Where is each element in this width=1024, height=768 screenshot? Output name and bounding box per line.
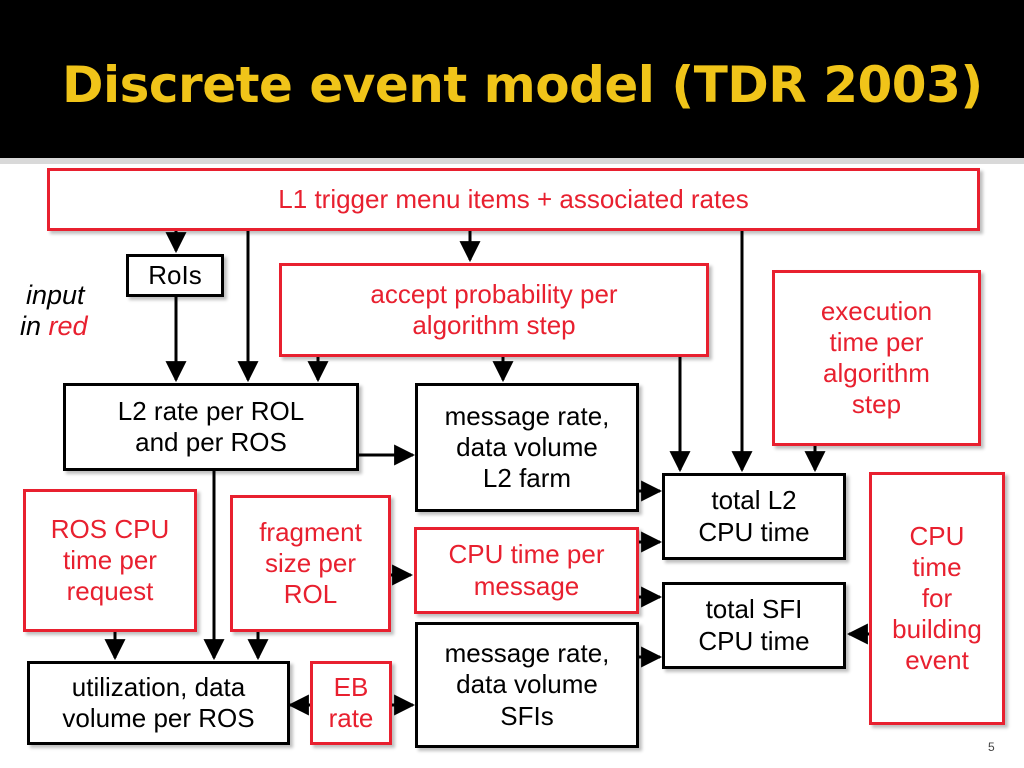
- execution-time-box: execution time per algorithm step: [772, 270, 981, 446]
- fragment-size-box: fragment size per ROL: [230, 495, 391, 632]
- ros-cpu-box: ROS CPU time per request: [23, 489, 197, 632]
- l2-rate-box: L2 rate per ROL and per ROS: [63, 383, 359, 471]
- legend-line2-prefix: in: [20, 311, 49, 342]
- rois-box: RoIs: [126, 254, 224, 297]
- title-divider: [0, 158, 1024, 164]
- title-bar: [0, 0, 1024, 158]
- cpu-building-event-box: CPU time for building event: [869, 472, 1005, 725]
- slide-title: Discrete event model (TDR 2003): [62, 56, 983, 114]
- accept-probability-box: accept probability per algorithm step: [279, 263, 709, 357]
- utilization-box: utilization, data volume per ROS: [27, 661, 290, 745]
- input-legend: input in red: [20, 280, 88, 342]
- total-l2-cpu-box: total L2 CPU time: [662, 473, 846, 560]
- page-number: 5: [988, 740, 995, 754]
- legend-line1: input: [26, 280, 85, 310]
- message-rate-sfi-box: message rate, data volume SFIs: [415, 622, 639, 748]
- cpu-time-per-message-box: CPU time per message: [414, 527, 639, 614]
- l1-trigger-box: L1 trigger menu items + associated rates: [47, 168, 980, 231]
- message-rate-l2-box: message rate, data volume L2 farm: [415, 383, 639, 512]
- legend-line2-highlight: red: [48, 311, 88, 342]
- eb-rate-box: EB rate: [310, 661, 392, 745]
- total-sfi-cpu-box: total SFI CPU time: [662, 582, 846, 669]
